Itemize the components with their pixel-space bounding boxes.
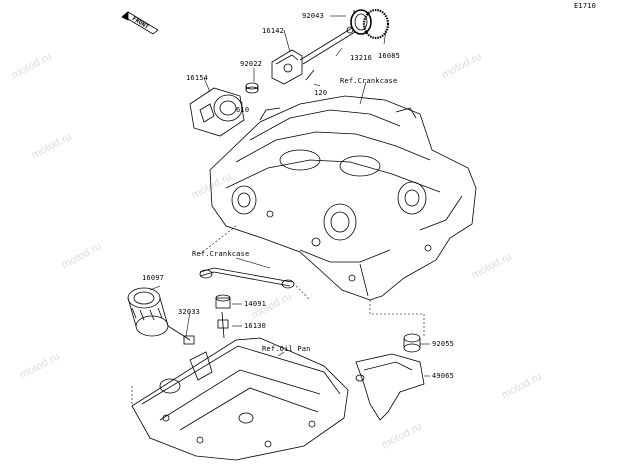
fitting-32033 — [167, 325, 195, 345]
strainer-49065 — [355, 353, 425, 421]
leader-lines — [131, 15, 430, 406]
front-arrow-icon — [121, 11, 159, 35]
part-label-92022[interactable]: 92022 — [240, 60, 263, 68]
ref-crankcase-top[interactable]: Ref.Crankcase — [340, 77, 398, 85]
part-label-13216[interactable]: 13216 — [350, 54, 373, 62]
pump-shaft-13216 — [299, 10, 356, 65]
ref-oil-pan[interactable]: Ref.Oil Pan — [262, 345, 311, 353]
part-label-16142[interactable]: 16142 — [262, 27, 285, 35]
part-label-49065[interactable]: 49065 — [432, 372, 455, 380]
part-label-16130[interactable]: 16130 — [244, 322, 267, 330]
ref-crankcase-mid[interactable]: Ref.Crankcase — [192, 250, 250, 258]
part-label-16097[interactable]: 16097 — [142, 274, 165, 282]
part-label-16154[interactable]: 16154 — [186, 74, 209, 82]
pump-rotor-16154 — [189, 87, 245, 137]
drive-gear-16085 — [350, 8, 390, 40]
plug-92055 — [403, 333, 421, 353]
part-label-14091[interactable]: 14091 — [244, 300, 267, 308]
diagram-id: E1710 — [574, 2, 597, 10]
part-label-610[interactable]: 610 — [236, 106, 250, 114]
part-label-32033[interactable]: 32033 — [178, 308, 201, 316]
pin-92022 — [245, 82, 259, 94]
crankcase-outline — [209, 95, 477, 301]
oil-pan — [131, 337, 349, 461]
part-label-92055[interactable]: 92055 — [432, 340, 455, 348]
front-label: FRONT — [130, 15, 150, 31]
oil-filter-16097 — [127, 287, 169, 337]
part-label-16085[interactable]: 16085 — [378, 52, 401, 60]
front-indicator: FRONT — [126, 8, 166, 31]
pump-housing-16142 — [271, 49, 315, 85]
part-label-120[interactable]: 120 — [314, 89, 328, 97]
part-label-92043[interactable]: 92043 — [302, 12, 325, 20]
oil-pipe-14091 — [199, 267, 295, 339]
